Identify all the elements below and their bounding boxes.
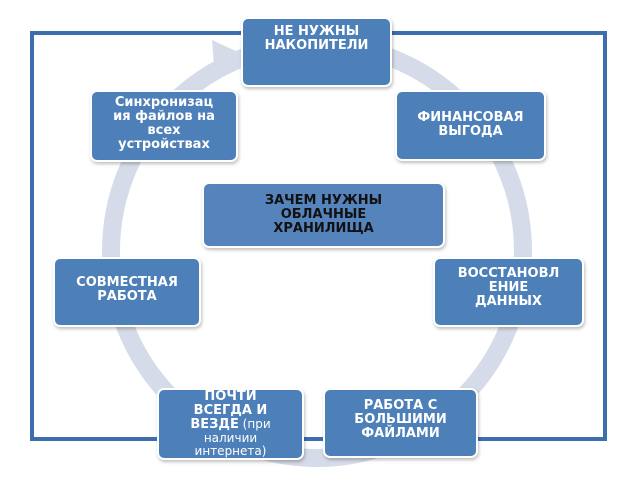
center-title-line-2: ОБЛАЧНЫЕ bbox=[280, 207, 367, 222]
node-everywhere-line-2: ВСЕГДА И bbox=[193, 403, 268, 418]
node-everywhere: ПОЧТИ ВСЕГДА И ВЕЗДЕ (при наличии интерн… bbox=[157, 388, 304, 460]
node-everywhere-note: (при bbox=[238, 417, 271, 431]
node-everywhere-note-line-2: интернета) bbox=[194, 444, 267, 458]
node-collaboration: СОВМЕСТНАЯ РАБОТА bbox=[53, 257, 201, 327]
node-financial-line-1: ФИНАНСОВАЯ bbox=[417, 110, 524, 125]
node-everywhere-line-3-text: ВЕЗДЕ bbox=[190, 417, 239, 432]
node-sync-line-4: устройствах bbox=[118, 137, 210, 152]
node-recovery-line-3: ДАННЫХ bbox=[475, 294, 542, 309]
node-everywhere-line-1: ПОЧТИ bbox=[204, 389, 257, 404]
center-title-line-3: ХРАНИЛИЩА bbox=[273, 221, 374, 236]
node-no-storage-line-2: НАКОПИТЕЛИ bbox=[264, 38, 369, 53]
node-big-files-line-2: БОЛЬШИМИ bbox=[354, 412, 447, 427]
node-big-files-line-1: РАБОТА С bbox=[363, 398, 438, 413]
node-collaboration-line-1: СОВМЕСТНАЯ bbox=[76, 275, 178, 290]
node-financial-line-2: ВЫГОДА bbox=[438, 124, 503, 139]
node-everywhere-line-3: ВЕЗДЕ (при bbox=[190, 418, 270, 432]
node-no-storage-line-1: НЕ НУЖНЫ bbox=[273, 24, 360, 39]
node-collaboration-line-2: РАБОТА bbox=[97, 289, 157, 304]
node-recovery-line-1: ВОССТАНОВЛ bbox=[457, 266, 560, 281]
node-sync-line-1: Синхронизац bbox=[114, 95, 214, 110]
node-big-files-line-3: ФАЙЛАМИ bbox=[361, 426, 440, 441]
node-sync-line-3: всех bbox=[147, 123, 181, 138]
node-sync-line-2: ия файлов на bbox=[113, 109, 215, 124]
node-everywhere-note-line-1: наличии bbox=[203, 431, 258, 445]
center-title-line-1: ЗАЧЕМ НУЖНЫ bbox=[264, 193, 383, 208]
node-recovery-line-2: ЕНИЕ bbox=[488, 280, 529, 295]
cycle-arrow-head bbox=[212, 40, 238, 66]
node-no-storage: НЕ НУЖНЫ НАКОПИТЕЛИ bbox=[241, 17, 392, 87]
center-title: ЗАЧЕМ НУЖНЫ ОБЛАЧНЫЕ ХРАНИЛИЩА bbox=[202, 182, 445, 248]
node-big-files: РАБОТА С БОЛЬШИМИ ФАЙЛАМИ bbox=[323, 388, 478, 458]
node-recovery: ВОССТАНОВЛ ЕНИЕ ДАННЫХ bbox=[433, 257, 584, 327]
node-sync: Синхронизац ия файлов на всех устройства… bbox=[90, 90, 238, 162]
node-financial: ФИНАНСОВАЯ ВЫГОДА bbox=[395, 90, 546, 161]
